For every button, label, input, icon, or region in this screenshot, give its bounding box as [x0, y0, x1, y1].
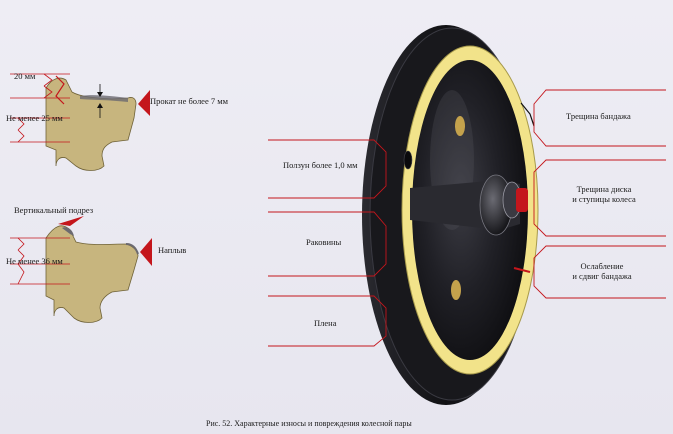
- dimension-arrows: [17, 237, 25, 265]
- tire-loosening-label: Ослабление и сдвиг бандажа: [554, 261, 650, 282]
- figure-caption: Рис. 52. Характерные износы и повреждени…: [206, 419, 412, 428]
- flange-wear-marks: [55, 75, 65, 105]
- overflow-marker: [140, 238, 152, 266]
- undercut-shade: [62, 227, 74, 236]
- min-25mm-label: Не менее 25 мм: [6, 113, 63, 123]
- dimension-arrows: [17, 117, 25, 143]
- right-leaders: [533, 89, 666, 299]
- dimension-arrows: [17, 263, 25, 285]
- upper-profile-shape: [45, 77, 137, 171]
- disk-hole-left: [403, 150, 413, 170]
- lower-wheel-profile: [10, 216, 152, 323]
- vertical-undercut-label: Вертикальный подрез: [14, 205, 94, 215]
- upper-wheel-profile: [10, 73, 150, 171]
- film-label: Плена: [314, 318, 337, 328]
- loosen-line2: и сдвиг бандажа: [572, 270, 632, 281]
- slider-label: Ползун более 1,0 мм: [283, 160, 358, 170]
- rolling-arrow-head: [97, 103, 103, 108]
- rolling-marker: [138, 90, 150, 116]
- pits-label: Раковины: [306, 237, 342, 247]
- rolling-wear-shade: [80, 95, 128, 102]
- tire-shift-mark: [513, 267, 531, 273]
- width-20mm-label: 20 мм: [14, 71, 36, 81]
- disk-crack-label: Трещина диска и ступицы колеса: [556, 184, 652, 205]
- middle-leaders: [268, 139, 387, 347]
- disk-crack-line2: и ступицы колеса: [572, 193, 636, 204]
- disk-hole-top: [455, 116, 465, 136]
- rolling-arrow-head: [97, 92, 103, 97]
- lower-profile-shape: [45, 225, 139, 323]
- dimension-arrows: [43, 73, 53, 99]
- min-36mm-label: Не менее 36 мм: [6, 256, 63, 266]
- wheel-drawing: [362, 25, 539, 405]
- tire-crack-mark: [520, 102, 535, 127]
- hub-red-crack: [516, 188, 528, 212]
- loosen-line1: Ослабление: [580, 261, 624, 271]
- overflow-label: Наплыв: [158, 245, 187, 255]
- tire-crack-label: Трещина бандажа: [566, 111, 631, 121]
- overflow-shade: [125, 243, 139, 255]
- vertical-undercut-marker: [58, 216, 84, 226]
- rolling-label: Прокат не более 7 мм: [150, 96, 228, 106]
- disk-crack-line1: Трещина диска: [576, 184, 632, 194]
- disk-hole-bottom: [451, 280, 461, 300]
